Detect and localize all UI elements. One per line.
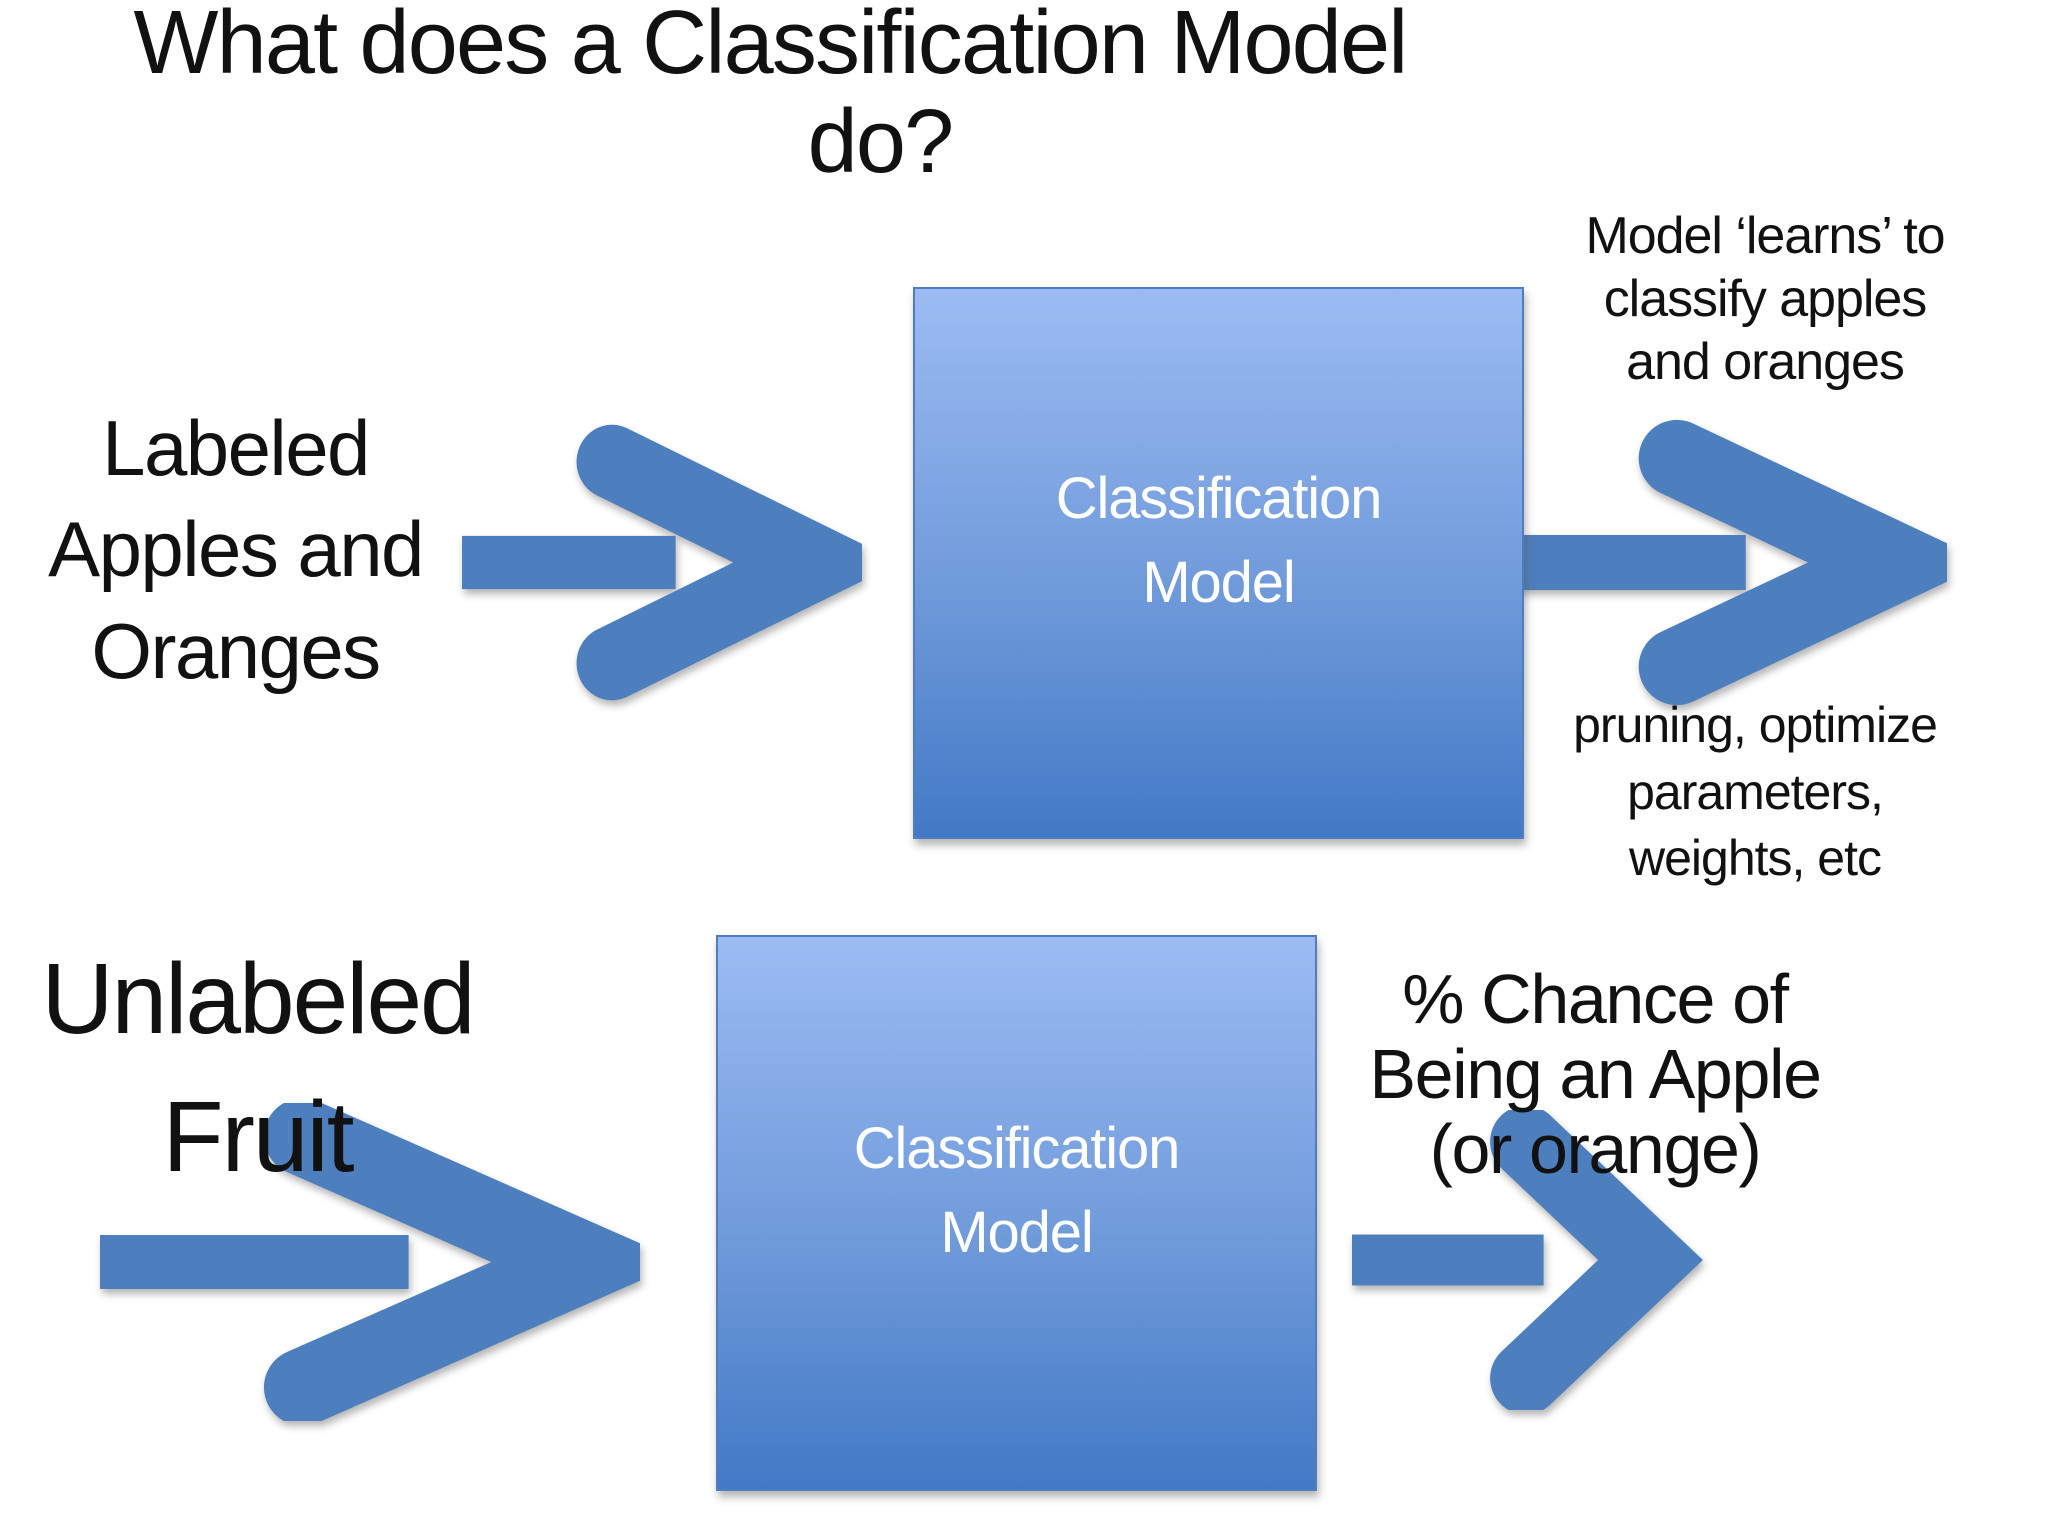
box-label: Classification Model (853, 1107, 1181, 1275)
label-line: (or orange) (1429, 1109, 1762, 1188)
note-line: parameters, (1627, 763, 1884, 820)
box-label-line: Model (1142, 550, 1295, 615)
label-line: Oranges (91, 606, 381, 695)
input-label-labeled-apples-oranges: Labeled Apples and Oranges (8, 398, 463, 702)
note-line: weights, etc (1628, 830, 1882, 886)
note-line: Model ‘learns’ to (1585, 207, 1945, 265)
output-label-chance-apple: % Chance of Being an Apple (or orange) (1330, 962, 1860, 1187)
box-label-line: Classification (1055, 465, 1383, 531)
note-line: classify apples (1603, 269, 1928, 328)
box-label: Classification Model (1055, 457, 1383, 625)
note-pruning-optimize: pruning, optimize parameters, weights, e… (1535, 692, 1975, 892)
flow-arrow-right-icon (1515, 419, 1947, 706)
label-line: Apples and (48, 505, 424, 594)
note-line: and oranges (1626, 332, 1905, 391)
page-title: What does a Classification Model do? (70, 0, 1470, 192)
flow-arrow-right-icon (1352, 1110, 1703, 1410)
flow-arrow-right-icon (462, 424, 862, 701)
label-line: Unlabeled (41, 943, 475, 1055)
classification-model-box-bottom: Classification Model (716, 935, 1317, 1491)
input-label-unlabeled-fruit: Unlabeled Fruit (0, 930, 515, 1206)
title-line-2: do? (807, 92, 955, 192)
label-line: Fruit (162, 1081, 355, 1193)
note-line: pruning, optimize (1573, 697, 1938, 753)
label-line: Being an Apple (1369, 1034, 1822, 1113)
title-line-1: What does a Classification Model (133, 0, 1408, 93)
box-label-line: Classification (853, 1115, 1181, 1181)
label-line: % Chance of (1402, 960, 1789, 1038)
note-model-learns: Model ‘learns’ to classify apples and or… (1540, 205, 1990, 394)
flow-arrow-right-icon (100, 1103, 640, 1421)
label-line: Labeled (102, 404, 370, 492)
box-label-line: Model (940, 1200, 1093, 1265)
classification-model-box-top: Classification Model (913, 287, 1524, 839)
